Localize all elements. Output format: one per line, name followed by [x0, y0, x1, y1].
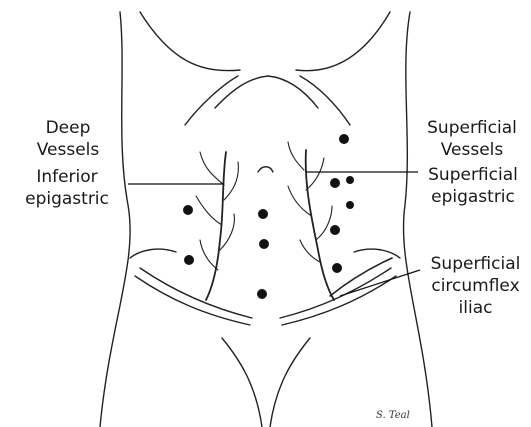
left-iliac-crest	[130, 249, 176, 258]
label-inferior-line: Inferior	[6, 166, 128, 188]
port-marker	[346, 176, 354, 184]
port-marker	[332, 263, 342, 273]
label-vessels-line: Vessels	[414, 139, 530, 161]
label-deep-line: Deep	[18, 117, 118, 139]
torso-left-outline	[100, 12, 130, 427]
port-marker	[257, 289, 267, 299]
port-marker	[259, 239, 269, 249]
label-circumflex-line: circumflex	[420, 275, 531, 297]
inferior-epigastric-vessel	[206, 152, 226, 300]
right-thigh-line	[270, 338, 310, 427]
label-epigastric-line: epigastric	[416, 186, 530, 208]
port-marker	[346, 201, 354, 209]
port-marker	[184, 255, 194, 265]
label-iliac-line: iliac	[420, 297, 531, 319]
port-marker	[330, 225, 340, 235]
leader-superficial-circumflex-iliac	[340, 270, 420, 296]
right-iliac-crest	[354, 249, 400, 258]
label-superficial-line: Superficial	[420, 253, 531, 275]
right-inguinal-ligament-2	[280, 268, 391, 318]
port-marker	[258, 209, 268, 219]
left-breast-outline	[140, 12, 240, 71]
label-superficial-line: Superficial	[414, 117, 530, 139]
port-marker	[330, 178, 340, 188]
navel	[258, 167, 273, 172]
label-vessels-line: Vessels	[18, 139, 118, 161]
label-deep-vessels: Deep Vessels	[18, 117, 118, 161]
label-superficial-epigastric: Superficial epigastric	[416, 164, 530, 208]
left-thigh-line	[222, 338, 262, 427]
left-inguinal-ligament	[135, 276, 250, 325]
port-marker	[183, 205, 193, 215]
right-breast-outline	[296, 12, 390, 71]
superficial-epigastric-branches	[288, 142, 332, 262]
artist-signature: S. Teal	[376, 410, 410, 421]
inferior-epigastric-branches	[196, 152, 238, 270]
label-epigastric-line: epigastric	[6, 188, 128, 210]
label-inferior-epigastric: Inferior epigastric	[6, 166, 128, 210]
torso-right-outline	[403, 12, 432, 427]
left-inguinal-ligament-2	[140, 268, 252, 318]
label-superficial-line: Superficial	[416, 164, 530, 186]
port-marker	[339, 134, 349, 144]
label-superficial-circumflex-iliac: Superficial circumflex iliac	[420, 253, 531, 319]
rib-margin	[185, 76, 350, 125]
label-superficial-vessels: Superficial Vessels	[414, 117, 530, 161]
